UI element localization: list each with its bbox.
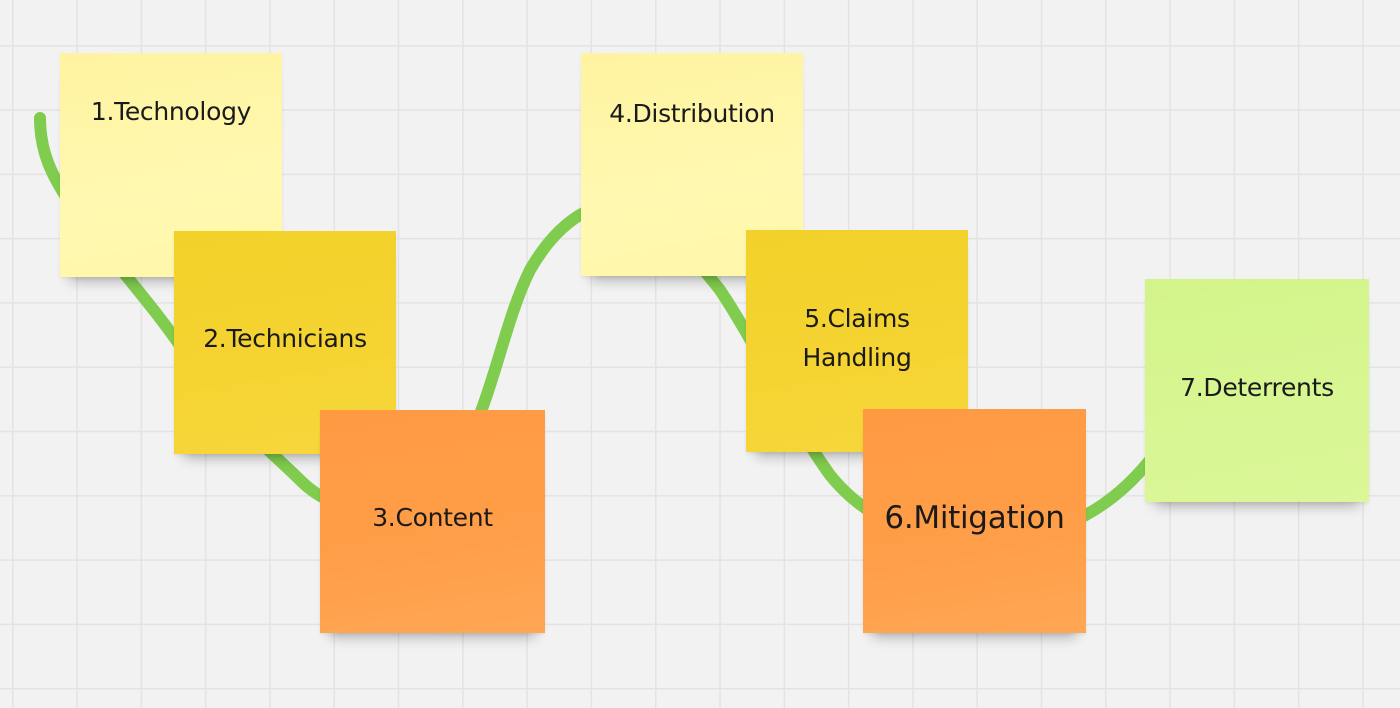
sticky-note-label: 3.Content [372, 503, 493, 533]
sticky-note-label: 7.Deterrents [1180, 373, 1334, 403]
sticky-note-label: 5.Claims Handling [802, 304, 912, 372]
sticky-note-mitigation[interactable]: 6.Mitigation [863, 409, 1086, 633]
sticky-note-label: 2.Technicians [203, 324, 367, 354]
sticky-note-label: 4.Distribution [609, 99, 775, 129]
sticky-note-label: 1.Technology [90, 96, 252, 126]
sticky-note-deterrents[interactable]: 7.Deterrents [1145, 279, 1369, 502]
sticky-note-label: 6.Mitigation [884, 499, 1065, 536]
sticky-note-content[interactable]: 3.Content [320, 410, 545, 633]
